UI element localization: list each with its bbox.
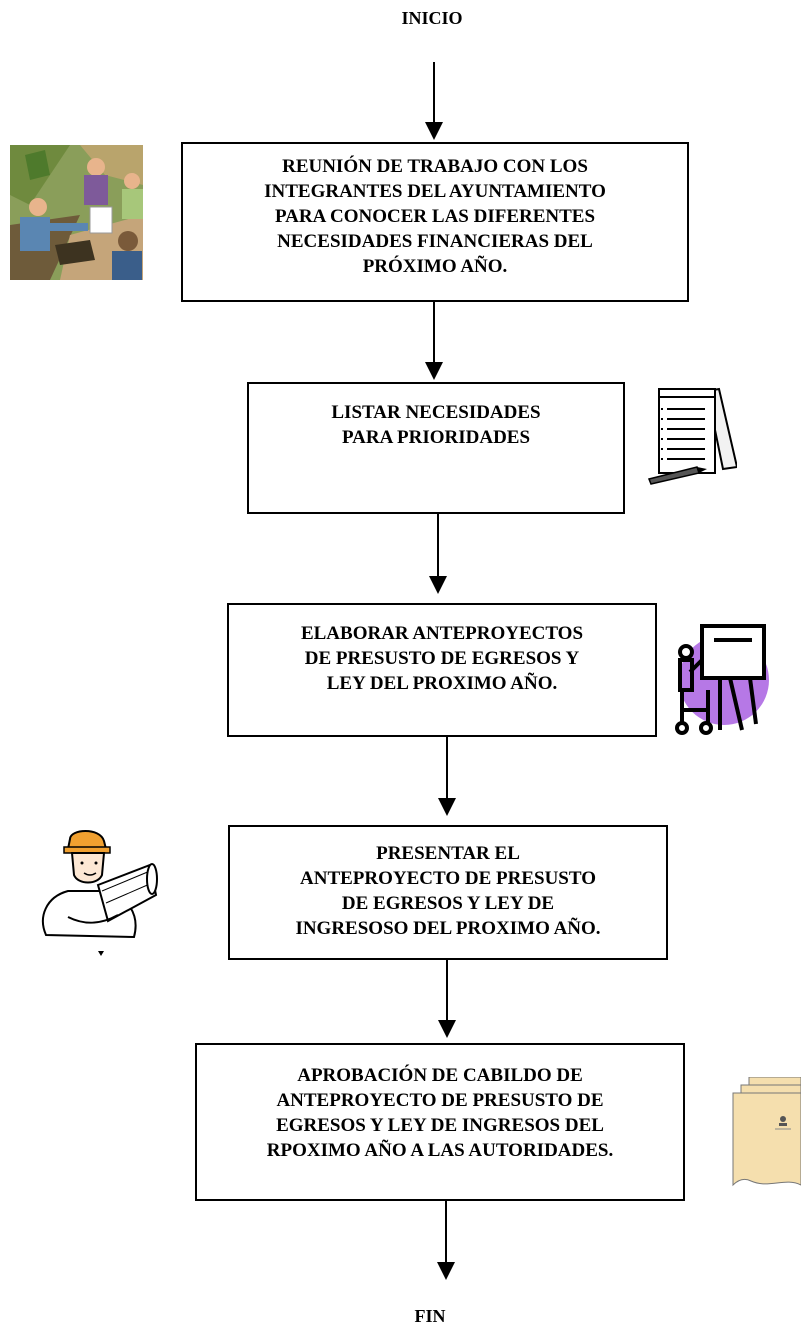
step-1-text: REUNIÓN DE TRABAJO CON LOS INTEGRANTES D… — [264, 156, 606, 277]
step-2-text: LISTAR NECESIDADES PARA PRIORIDADES — [331, 402, 541, 448]
arrow-start-to-step-1 — [425, 62, 443, 140]
arrow-step-1-to-step-2 — [425, 300, 443, 380]
step-2-box: LISTAR NECESIDADES PARA PRIORIDADES — [247, 382, 625, 514]
start-label: INICIO — [401, 8, 463, 28]
step-3-box: ELABORAR ANTEPROYECTOS DE PRESUSTO DE EG… — [227, 603, 657, 737]
step-5-box: APROBACIÓN DE CABILDO DE ANTEPROYECTO DE… — [195, 1043, 685, 1201]
step-4-box: PRESENTAR EL ANTEPROYECTO DE PRESUSTO DE… — [228, 825, 668, 960]
meeting-clipart-icon — [10, 145, 143, 280]
end-label: FIN — [414, 1306, 446, 1326]
arrow-step-3-to-step-4 — [438, 736, 456, 816]
step-1-box: REUNIÓN DE TRABAJO CON LOS INTEGRANTES D… — [181, 142, 689, 302]
engineer-blueprint-icon — [42, 830, 158, 956]
document-stack-icon — [732, 1077, 801, 1187]
step-3-text: ELABORAR ANTEPROYECTOS DE PRESUSTO DE EG… — [300, 623, 584, 694]
arrow-step-5-to-end — [437, 1200, 455, 1280]
arrow-step-4-to-step-5 — [438, 958, 456, 1038]
arrow-step-2-to-step-3 — [429, 514, 447, 594]
step-5-text: APROBACIÓN DE CABILDO DE ANTEPROYECTO DE… — [266, 1065, 614, 1161]
presentation-easel-icon — [675, 624, 769, 735]
notepad-pencil-icon — [647, 387, 737, 485]
step-4-text: PRESENTAR EL ANTEPROYECTO DE PRESUSTO DE… — [295, 843, 601, 939]
